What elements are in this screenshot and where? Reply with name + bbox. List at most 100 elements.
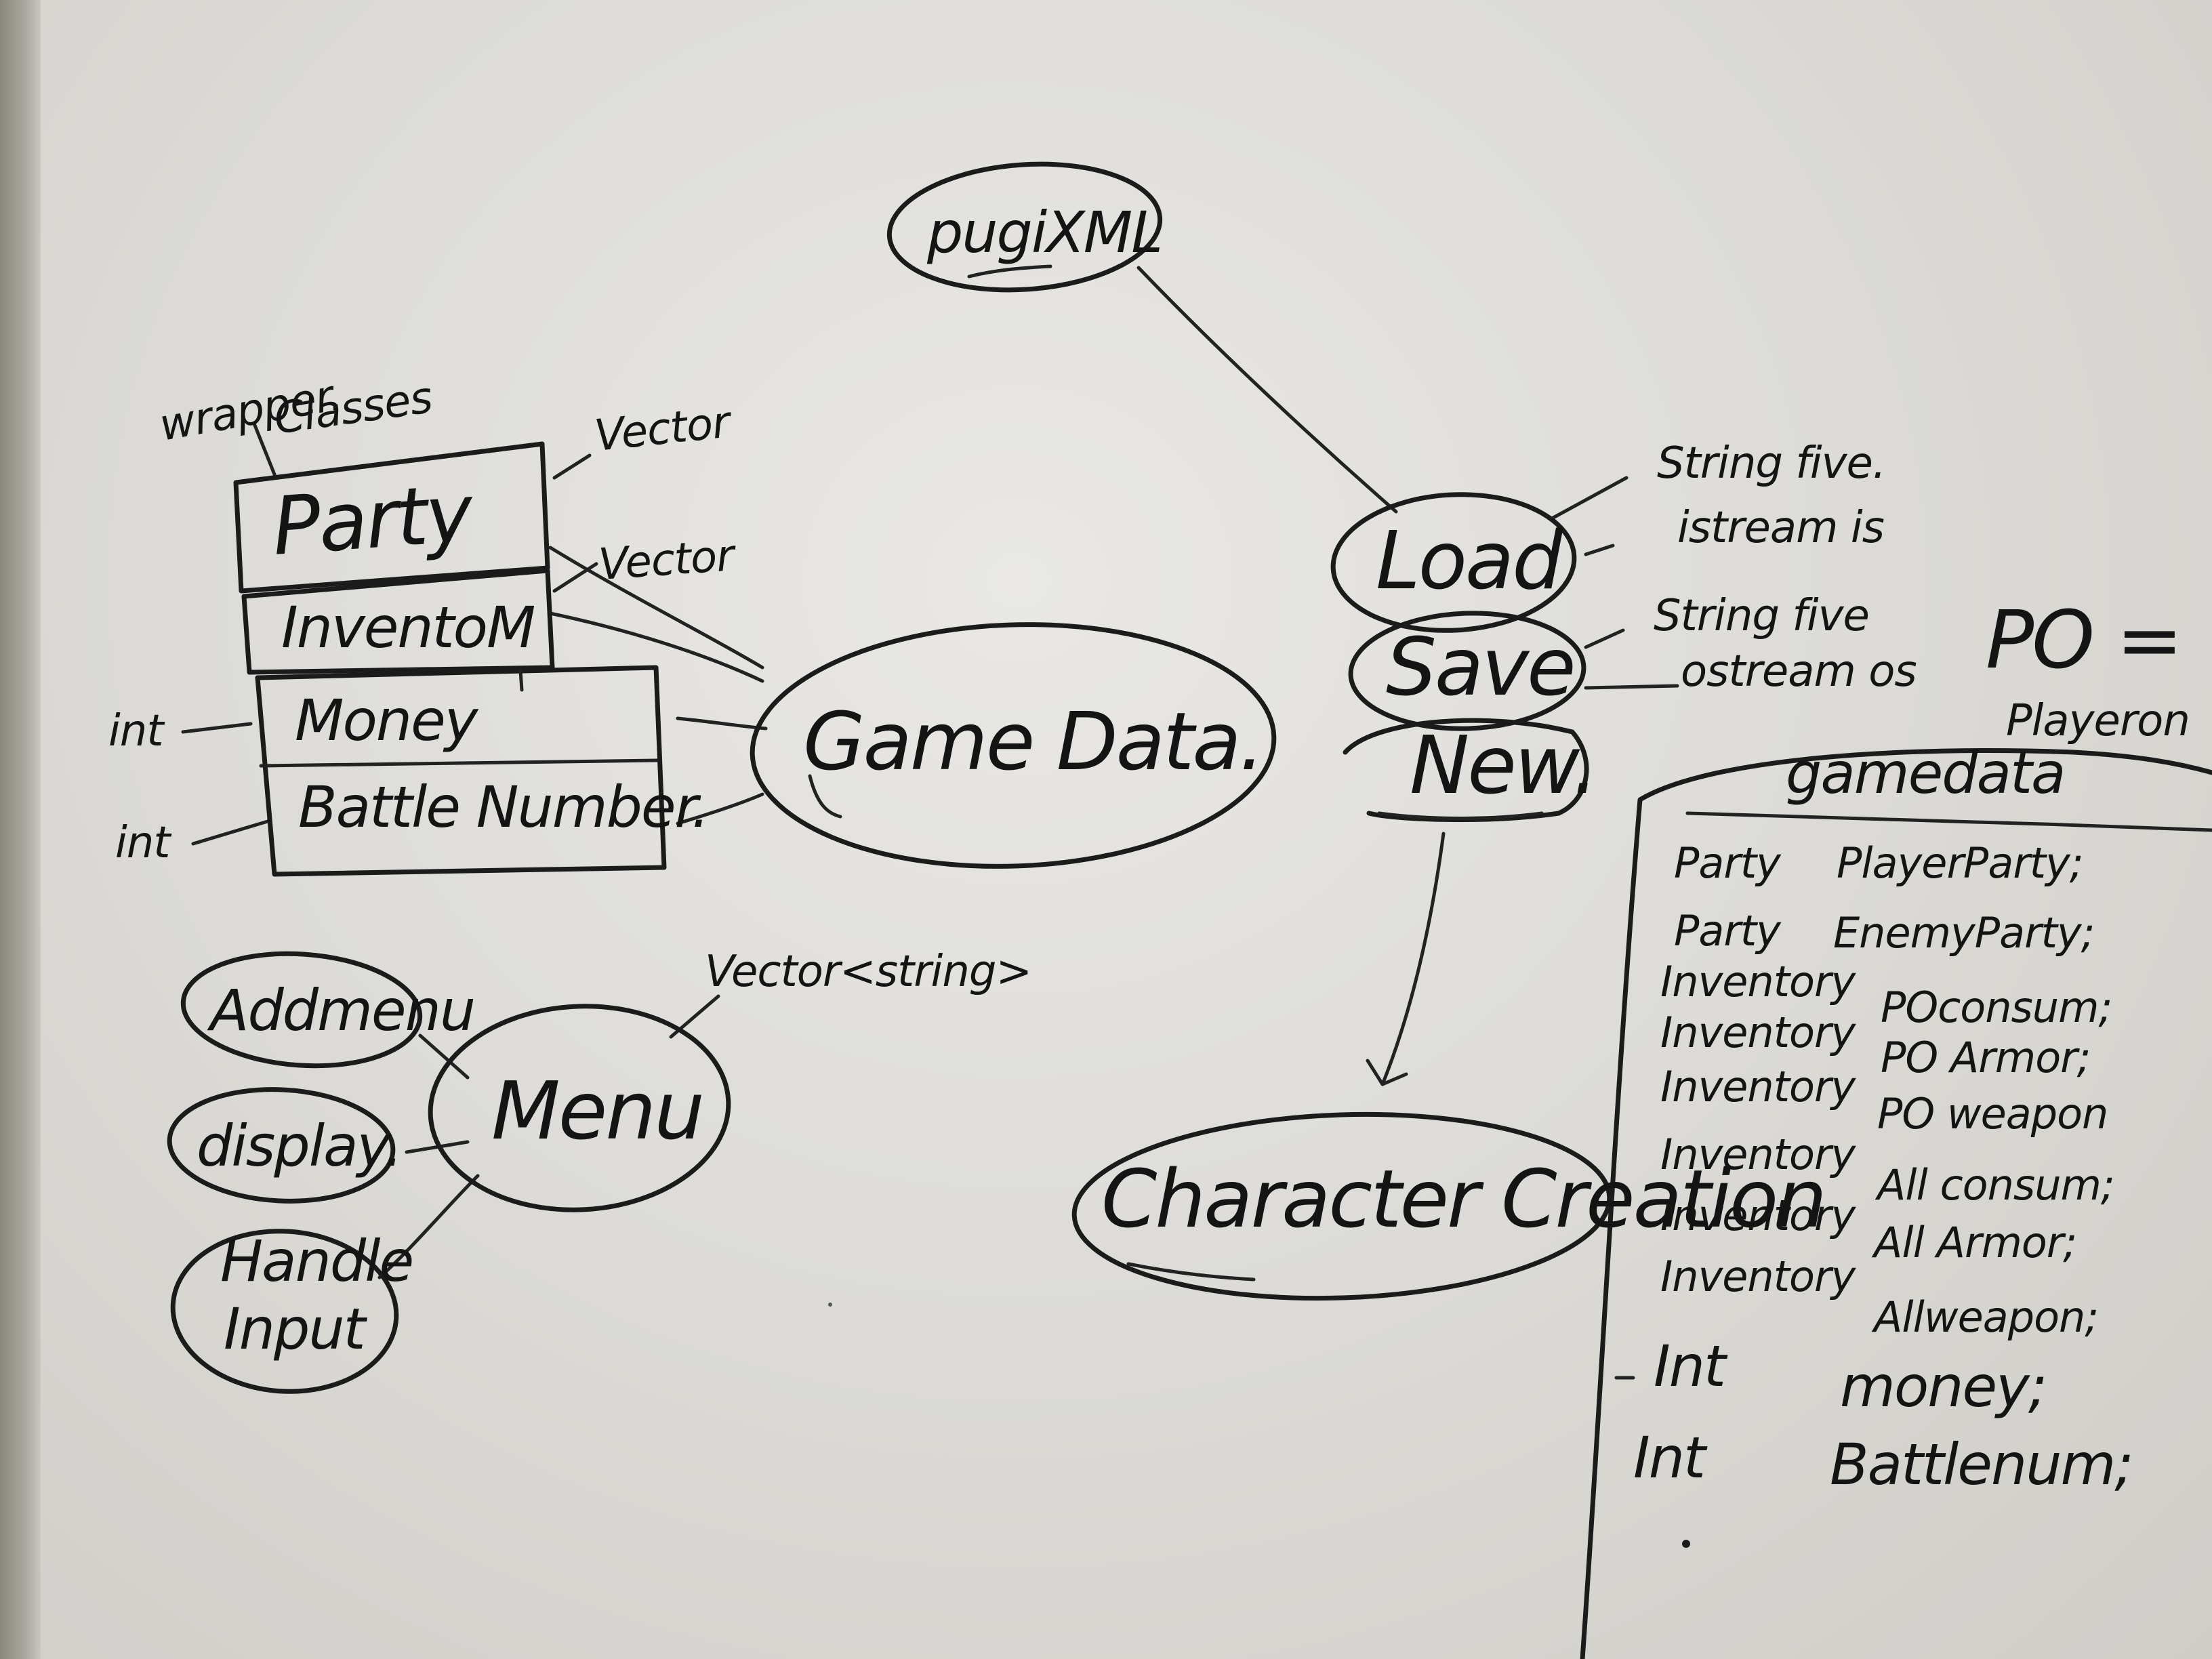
edge-handle-menu <box>377 1174 480 1279</box>
inventory-overlap <box>518 669 524 692</box>
pugixml-underline <box>967 264 1052 279</box>
edge-money-gamedata <box>676 716 768 731</box>
class-row-type: Inventory <box>1660 1130 1856 1179</box>
class-row-type: Inventory <box>1660 1008 1856 1057</box>
pugixml-node <box>886 161 1163 293</box>
edge-addmenu-menu <box>418 1033 470 1080</box>
display-node <box>167 1087 396 1204</box>
edge-int-battle <box>191 819 270 846</box>
class-row-name: money; <box>1840 1353 2046 1420</box>
edge-save-arg1 <box>1584 628 1625 649</box>
character-creation-label: Character Creation <box>1101 1152 1825 1246</box>
party-box <box>233 441 550 594</box>
int-label-2: int <box>115 818 172 868</box>
new-underline <box>1377 811 1544 820</box>
menu-node <box>428 1004 731 1212</box>
class-row-type: Party <box>1674 838 1782 888</box>
vector-label-2: Vector <box>597 531 739 590</box>
class-row-type: Int <box>1633 1425 1708 1491</box>
save-node <box>1348 611 1586 731</box>
class-row-type: Inventory <box>1660 1252 1856 1301</box>
edge-save-arg2 <box>1584 684 1679 690</box>
po-label-1: PO = <box>1986 593 2181 687</box>
class-row-type: Inventory <box>1660 957 1856 1006</box>
class-row-name: All consum; <box>1875 1160 2114 1210</box>
class-row-name: Battlenum; <box>1830 1431 2133 1498</box>
vector-string-label: Vector<string> <box>705 947 1031 997</box>
display-label: display. <box>197 1113 401 1179</box>
class-row-name: PlayerParty; <box>1837 838 2083 888</box>
whiteboard-frame <box>0 0 41 1659</box>
money-divider <box>259 758 659 768</box>
int-label-1: int <box>108 706 165 756</box>
edge-new-character <box>1380 832 1446 1086</box>
menu-label: Menu <box>491 1064 703 1158</box>
gamedata-box-outline <box>1580 748 2212 1659</box>
edge-load-arg2 <box>1584 544 1615 556</box>
class-row-type: Party <box>1674 906 1782 956</box>
save-arg-2-label: ostream os <box>1681 647 1917 697</box>
node-labels: pugiXML Game Data. Load Save New. Charac… <box>197 199 1827 1362</box>
character-underline <box>1126 1262 1256 1282</box>
load-node <box>1330 492 1577 633</box>
money-label: Money <box>295 687 479 754</box>
connectors <box>181 266 1679 1279</box>
gamedata-title: gamedata <box>1786 740 2065 806</box>
class-row-name: PO weapon <box>1877 1089 2108 1139</box>
game-data-tail <box>808 774 842 819</box>
party-label: Party <box>269 466 477 573</box>
node-shapes <box>167 161 1612 1394</box>
gamedata-title-divider <box>1685 811 2212 832</box>
handle-label: Handle <box>220 1228 413 1294</box>
edge-inventory-gamedata <box>548 611 764 683</box>
wrapper-labels: wrapper. Classes Party InventoM Money Ba… <box>156 370 710 840</box>
edge-inventory-vector <box>552 562 598 593</box>
load-arg-2-label: istream is <box>1677 503 1884 553</box>
input-label: Input <box>224 1296 368 1362</box>
game-data-label: Game Data. <box>803 695 1263 788</box>
arrowhead-character <box>1366 1059 1408 1086</box>
wrapper-pointer <box>252 422 276 476</box>
wrapper-classes-group <box>233 422 667 877</box>
load-arg-1-label: String five. <box>1657 438 1885 489</box>
inventory-box <box>241 568 555 675</box>
character-creation-node <box>1071 1111 1612 1301</box>
pugixml-label: pugiXML <box>926 199 1162 266</box>
class-row-name: Allweapon; <box>1871 1292 2098 1342</box>
edge-party-vector <box>552 453 592 480</box>
game-data-node <box>750 622 1277 869</box>
addmenu-node <box>180 951 423 1069</box>
save-arg-1-label: String five <box>1654 591 1869 641</box>
class-row-type: Int <box>1654 1333 1728 1399</box>
addmenu-label: Addmenu <box>207 977 474 1044</box>
whiteboard-surface <box>41 0 2212 1659</box>
annotation-labels: Vector Vector int int Vector<string> Str… <box>108 397 2190 997</box>
class-row-name: PO Armor; <box>1881 1033 2091 1082</box>
edge-int-money <box>181 722 253 734</box>
class-row-name: POconsum; <box>1881 983 2112 1032</box>
stray-marks <box>808 774 1690 1548</box>
edge-load-arg1 <box>1550 476 1629 520</box>
vector-label-1: Vector <box>592 397 735 462</box>
gamedata-class-labels: gamedata Party PlayerParty; Party EnemyP… <box>1633 740 2134 1498</box>
gamedata-class-box <box>1580 748 2212 1659</box>
ink-dot <box>828 1303 832 1307</box>
class-row-type: Inventory <box>1660 1191 1856 1240</box>
po-label-2: Playeron <box>2006 696 2190 746</box>
new-label: New. <box>1410 718 1596 812</box>
inventory-label: InventoM <box>281 594 535 661</box>
save-label: Save <box>1386 620 1574 714</box>
class-row-type: Inventory <box>1660 1062 1856 1111</box>
load-label: Load <box>1376 514 1563 607</box>
class-row-name: EnemyParty; <box>1833 908 2094 958</box>
battle-number-label: Battle Number. <box>298 774 708 840</box>
class-row-name: All Armor; <box>1871 1218 2076 1267</box>
edge-pugixml-load <box>1136 266 1398 514</box>
edge-battle-gamedata <box>676 792 764 825</box>
ink-dot <box>1682 1540 1690 1548</box>
handle-input-node <box>170 1229 399 1394</box>
money-battle-box <box>255 665 667 877</box>
edge-party-gamedata <box>548 546 764 670</box>
